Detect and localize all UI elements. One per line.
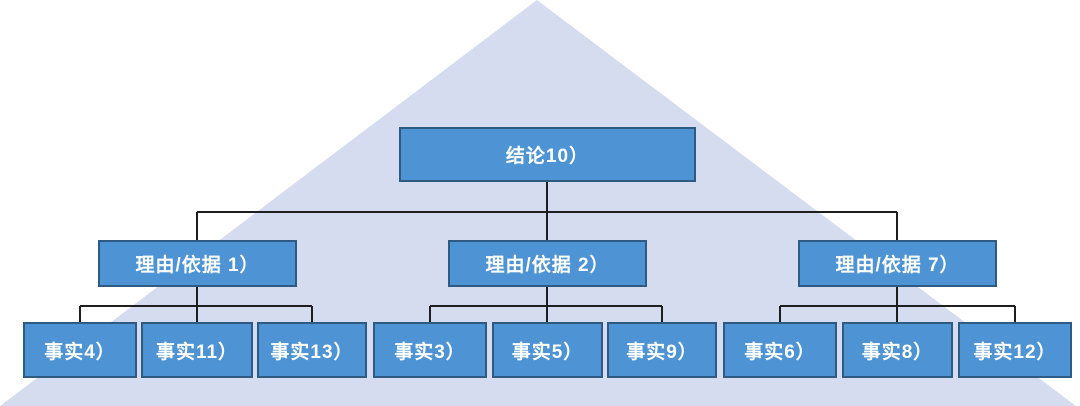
conclusion-box: 结论10） — [399, 127, 696, 182]
fact-box-4: 事实3） — [373, 322, 487, 378]
fact-box-2: 事实11） — [141, 322, 253, 378]
reason-label: 理由/依据 1） — [135, 255, 260, 276]
fact-box-8: 事实8） — [842, 322, 953, 378]
reason-label: 理由/依据 2） — [485, 255, 610, 276]
fact-label: 事实11） — [155, 341, 239, 363]
reason-box-2: 理由/依据 2） — [448, 240, 647, 287]
fact-box-6: 事实9） — [607, 322, 717, 378]
fact-label: 事实12） — [973, 341, 1057, 363]
fact-label: 事实8） — [861, 341, 934, 363]
fact-label: 事实13） — [270, 341, 354, 363]
fact-box-7: 事实6） — [723, 322, 837, 378]
reason-box-3: 理由/依据 7） — [798, 240, 997, 287]
fact-label: 事实5） — [511, 341, 584, 363]
fact-label: 事实4） — [44, 341, 116, 363]
reason-label: 理由/依据 7） — [835, 255, 960, 276]
fact-box-5: 事实5） — [492, 322, 603, 378]
fact-label: 事实6） — [744, 341, 816, 363]
fact-box-9: 事实12） — [958, 322, 1072, 378]
fact-box-1: 事实4） — [23, 322, 137, 378]
conclusion-label: 结论10） — [505, 146, 590, 167]
fact-label: 事实9） — [626, 341, 698, 363]
fact-box-3: 事实13） — [257, 322, 367, 378]
reason-box-1: 理由/依据 1） — [98, 240, 297, 287]
fact-label: 事实3） — [394, 341, 466, 363]
